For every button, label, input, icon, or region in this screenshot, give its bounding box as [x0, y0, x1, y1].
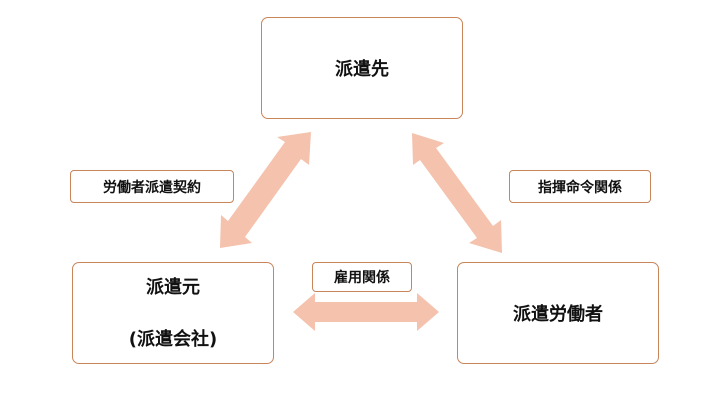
- label-employment-relationship: 雇用関係: [312, 262, 412, 292]
- node-dispatch-origin: 派遣元 (派遣会社): [72, 262, 274, 364]
- arrow-destination-to-worker: [412, 133, 502, 253]
- node-dispatched-worker-label: 派遣労働者: [513, 304, 603, 325]
- node-dispatch-destination-label: 派遣先: [335, 59, 389, 80]
- node-dispatch-origin-label: 派遣元: [146, 277, 200, 298]
- label-command-relationship: 指揮命令関係: [509, 170, 651, 203]
- node-dispatch-origin-sublabel: (派遣会社): [128, 329, 218, 350]
- node-dispatched-worker: 派遣労働者: [457, 262, 659, 364]
- arrow-dispatch-origin-to-destination: [220, 132, 311, 248]
- node-dispatch-destination: 派遣先: [261, 17, 463, 119]
- label-worker-dispatch-contract: 労働者派遣契約: [70, 170, 234, 203]
- arrow-origin-to-worker: [293, 293, 439, 331]
